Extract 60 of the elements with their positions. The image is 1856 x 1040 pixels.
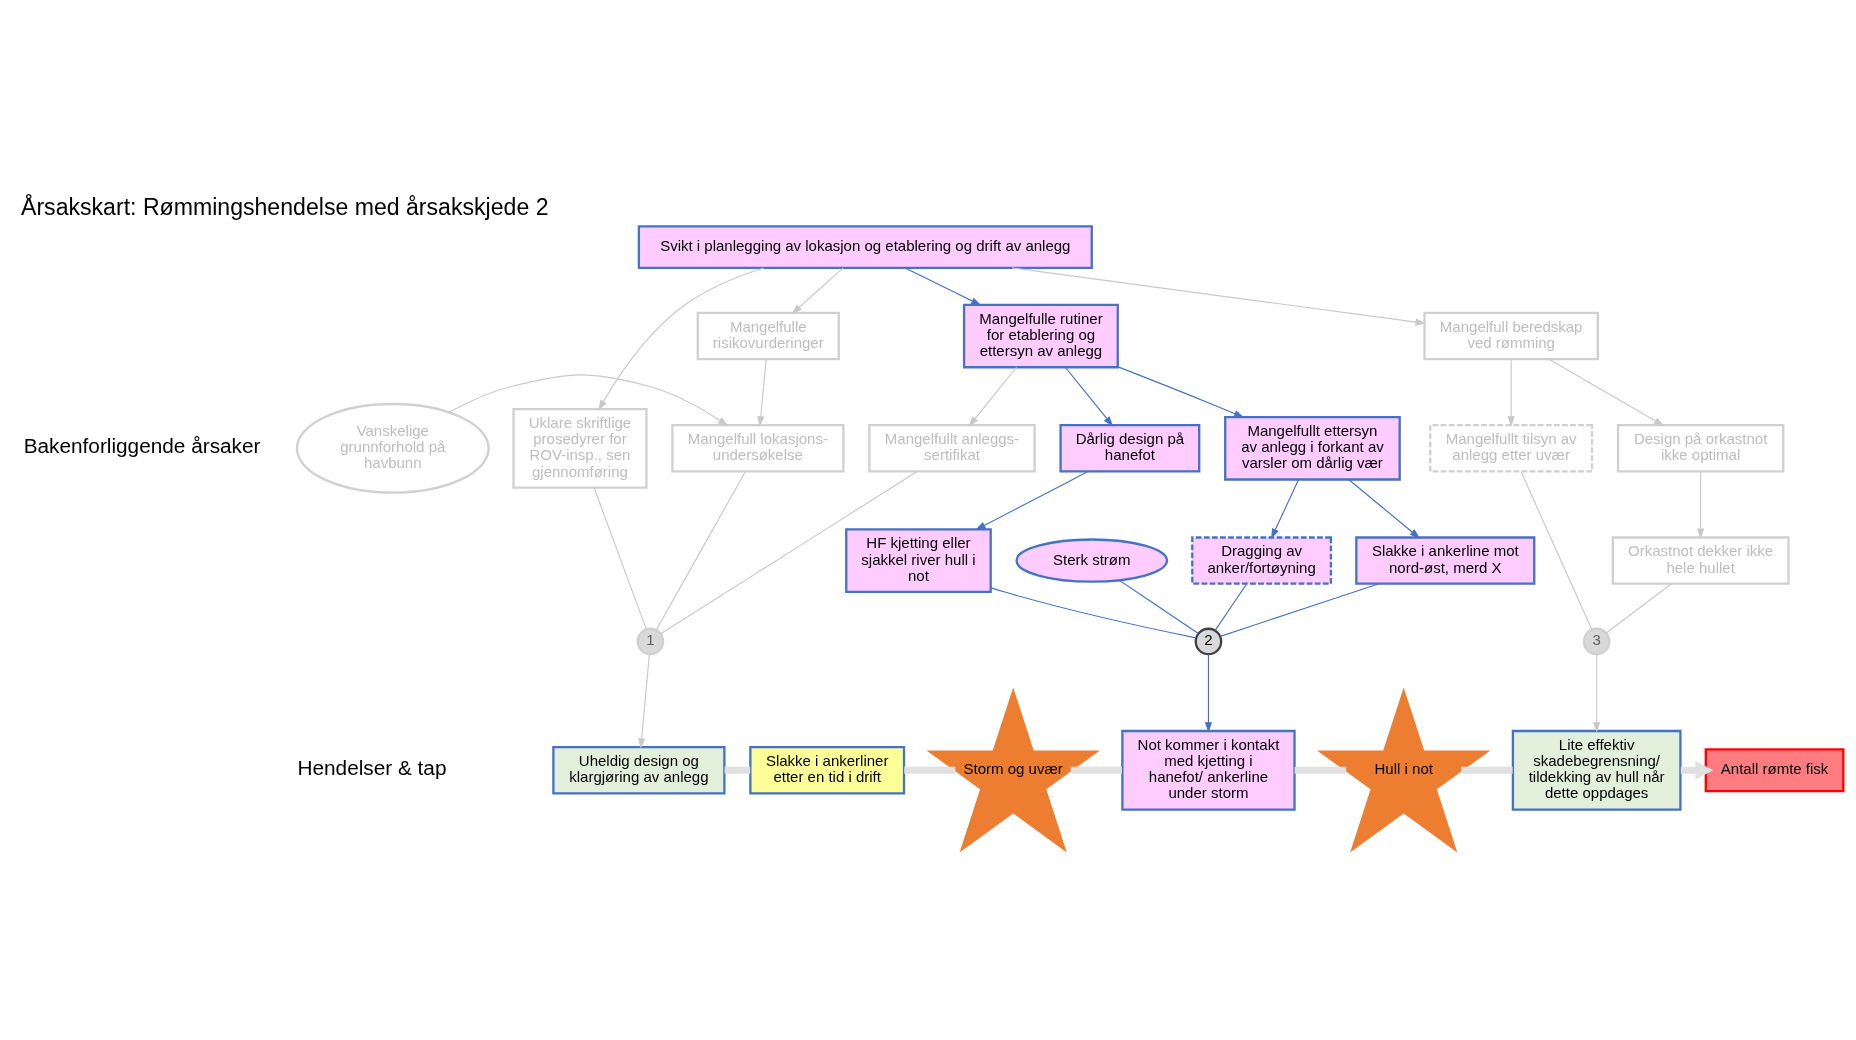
- connector: [1294, 766, 1347, 774]
- node-box: Antall rømte fisk: [1704, 747, 1845, 792]
- arrow: [638, 653, 650, 749]
- connector: [1605, 582, 1672, 634]
- arrow: [757, 358, 767, 427]
- node-box: Mangelfullt anleggs- sertifikat: [868, 423, 1036, 473]
- connector: [1070, 766, 1122, 774]
- arrow: [1593, 653, 1601, 733]
- connector: [1219, 582, 1380, 637]
- connector: [904, 766, 956, 774]
- arrow: [1011, 266, 1426, 326]
- arrow: [448, 373, 729, 426]
- arrow: [791, 266, 844, 314]
- node-box: Design på orkastnot ikke optimal: [1616, 423, 1785, 473]
- label: Bakenforliggende årsaker: [23, 433, 261, 457]
- connector: [593, 486, 647, 630]
- node-box: Mangelfullt tilsyn av anlegg etter uvær: [1429, 423, 1594, 473]
- arrow: [1117, 365, 1245, 418]
- arrow: [1548, 358, 1665, 426]
- connector: [1461, 766, 1513, 774]
- arrow: [1507, 358, 1515, 427]
- node-box: HF kjetting eller sjakkel river hull i not: [845, 527, 992, 593]
- node-box: Mangelfulle risikovurderinger: [696, 311, 840, 360]
- connector: [724, 766, 751, 774]
- node-box: Slakke i ankerliner etter en tid i drift: [749, 745, 906, 795]
- arrow: [1064, 366, 1114, 427]
- node-box: Slakke i ankerline mot nord-øst, merd X: [1355, 535, 1536, 585]
- node-box: Svikt i planlegging av lokasjon og etablering og drift av anlegg: [637, 224, 1093, 269]
- connector: [660, 470, 918, 634]
- node-box: Dragging av anker/fortøyning: [1191, 535, 1333, 585]
- arrow: [975, 470, 1089, 530]
- node-circle: 2: [1194, 627, 1223, 655]
- node-box: Mangelfull lokasjons- undersøkelse: [671, 423, 845, 473]
- connector: [1118, 579, 1199, 634]
- arrow: [1697, 470, 1705, 539]
- node-circle: 3: [1582, 627, 1611, 655]
- node-box: Dårlig design på hanefot: [1059, 423, 1201, 473]
- node-box: Uheldig design og klargjøring av anlegg: [552, 745, 726, 795]
- node-box: Not kommer i kontakt med kjetting i hanefot/ ankerline under storm: [1121, 729, 1296, 811]
- connector: [1520, 470, 1593, 630]
- arrow: [1271, 478, 1300, 539]
- arrow: [1348, 478, 1421, 539]
- node-box: Mangelfulle rutiner for etablering og ettersyn av anlegg: [962, 303, 1119, 368]
- diagram-title: Årsakskart: Rømmingshendelse med årsakskjede 2: [21, 193, 549, 220]
- node-box: Mangelfullt ettersyn av anlegg i forkant av varsler om dårlig vær: [1224, 415, 1401, 481]
- node-box: Mangelfull beredskap ved rømming: [1423, 311, 1599, 360]
- arrow: [968, 366, 1018, 427]
- node-ellipse: Vanskelige grunnforhold på havbunn: [295, 402, 490, 494]
- arrow: [1204, 653, 1213, 733]
- node-ellipse: Sterk strøm: [1015, 537, 1169, 583]
- connector: [990, 586, 1197, 638]
- node-circle: 1: [636, 627, 665, 655]
- node-box: Uklare skriftlige prosedyrer for ROV-insp., sen gjennomføring: [512, 407, 648, 489]
- arrow: [904, 266, 982, 306]
- node-box: Orkastnot dekker ikke hele hullet: [1611, 535, 1790, 585]
- label: Hendelser & tap: [297, 755, 447, 779]
- node-box: Lite effektiv skadebegrensning/ tildekking av hull når dette oppdages: [1511, 729, 1682, 811]
- arrow: [598, 266, 765, 410]
- connector: [1214, 582, 1248, 631]
- connector: [655, 470, 746, 631]
